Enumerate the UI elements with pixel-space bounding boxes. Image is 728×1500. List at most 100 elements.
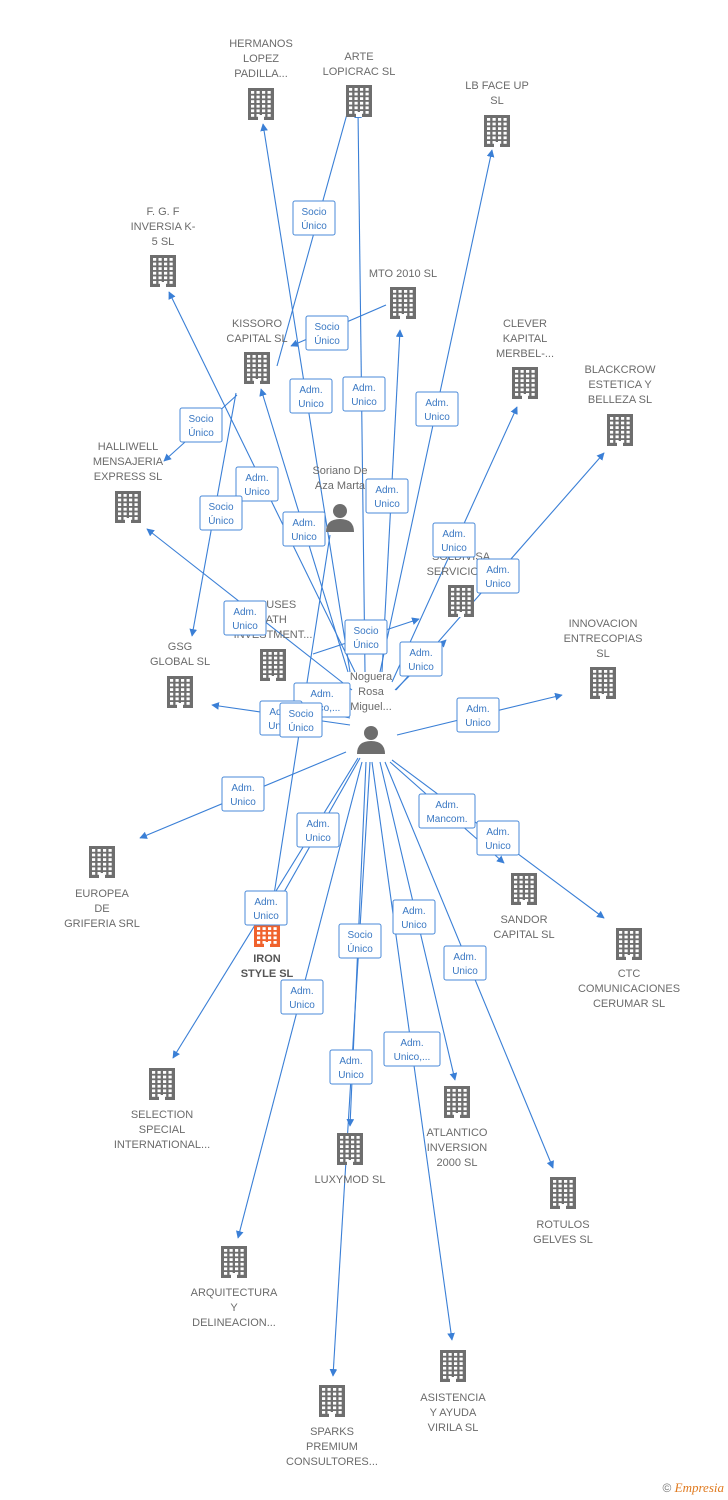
fgf-building-icon[interactable]: [150, 255, 176, 287]
node-label-line: CAPITAL SL: [226, 333, 287, 345]
relation-label-noguera-to-asistencia[interactable]: Adm.Unico,...: [383, 1031, 441, 1067]
node-label-line: SANDOR: [500, 914, 547, 926]
brand-logo[interactable]: Empresia: [674, 1480, 724, 1495]
node-label-line: BLACKCROW: [585, 364, 657, 376]
relation-label-line: Adm.: [425, 398, 448, 409]
node-label-line: CERUMAR SL: [593, 998, 665, 1010]
node-label-line: Soriano De: [312, 465, 367, 477]
node-label-line: Y: [230, 1302, 238, 1314]
relation-label-line: Único: [314, 334, 340, 347]
relation-label-line: Unico: [291, 532, 317, 543]
node-label-line: KAPITAL: [503, 333, 547, 345]
node-label-line: ESTETICA Y: [588, 379, 652, 391]
ctc-building-icon[interactable]: [616, 928, 642, 960]
blackcrow-building-icon[interactable]: [607, 414, 633, 446]
hermanos-building-icon[interactable]: [248, 88, 274, 120]
luxymod-building-icon[interactable]: [337, 1133, 363, 1165]
relation-label-noguera-to-halliwell[interactable]: Adm.Unico: [223, 600, 267, 636]
relation-label-line: Socio: [353, 626, 378, 637]
kissoro-building-icon[interactable]: [244, 352, 270, 384]
relation-label-text: Adm.Unico: [424, 398, 450, 423]
relation-label-line: Unico: [305, 833, 331, 844]
node-label-line: SPARKS: [310, 1426, 354, 1438]
relation-label-noguera-to-sparks[interactable]: Adm.Unico: [329, 1049, 373, 1085]
relation-label-noguera-to-soldivisa[interactable]: Adm.Unico: [399, 641, 443, 677]
relation-label-noguera-to-arte[interactable]: Adm.Unico: [342, 376, 386, 412]
relation-label-noguera-to-atlantico[interactable]: Adm.Unico: [392, 899, 436, 935]
relation-label-line: Único: [188, 426, 214, 439]
soriano-person-icon[interactable]: [326, 504, 354, 532]
clever-building-icon[interactable]: [512, 367, 538, 399]
relation-label-noguera-to-selection[interactable]: Adm.Unico: [244, 890, 288, 926]
node-label-line: SELECTION: [131, 1109, 193, 1121]
node-label-line: Noguera: [350, 671, 393, 683]
relation-label-line: Adm.: [442, 529, 465, 540]
relation-label-noguera-to-hermanos[interactable]: Adm.Unico: [289, 378, 333, 414]
sandor-building-icon[interactable]: [511, 873, 537, 905]
relation-label-noguera-to-ctc[interactable]: Adm.Unico: [476, 820, 520, 856]
relation-label-noguera-to-clever[interactable]: Adm.Unico: [432, 522, 476, 558]
europea-building-icon[interactable]: [89, 846, 115, 878]
relation-label-noguera-to-lbface[interactable]: Adm.Unico: [415, 391, 459, 427]
arte-building-icon[interactable]: [346, 85, 372, 117]
gsg-building-icon[interactable]: [167, 676, 193, 708]
lbface-building-icon[interactable]: [484, 115, 510, 147]
relation-label-text: Adm.Unico: [298, 385, 324, 410]
relation-label-noguera-to-kissoro[interactable]: Adm.Unico: [282, 511, 326, 547]
innovacion-building-icon[interactable]: [590, 667, 616, 699]
relation-label-noguera-to-blackcrow[interactable]: Adm.Unico: [476, 558, 520, 594]
node-label-line: DELINEACION...: [192, 1317, 276, 1329]
selection-building-icon[interactable]: [149, 1068, 175, 1100]
asistencia-building-icon[interactable]: [440, 1350, 466, 1382]
relation-label-noguera-to-fgf[interactable]: Adm.Unico: [235, 466, 279, 502]
relation-label-text: Adm.Unico: [465, 704, 491, 729]
relation-label-noguera-to-iron[interactable]: Adm.Unico: [296, 812, 340, 848]
rotulos-building-icon[interactable]: [550, 1177, 576, 1209]
relation-label-line: Adm.: [400, 1038, 423, 1049]
node-label-line: ATLANTICO: [427, 1127, 488, 1139]
noguera-person-icon[interactable]: [357, 726, 385, 754]
relation-label-noguera-to-arquitectura[interactable]: Adm.Unico: [280, 979, 324, 1015]
node-label-line: ENTRECOPIAS: [564, 633, 643, 645]
arquitectura-building-icon[interactable]: [221, 1246, 247, 1278]
relation-label-noguera-to-mto[interactable]: Adm.Unico: [365, 478, 409, 514]
relation-label-noguera-to-innovacion[interactable]: Adm.Unico: [456, 697, 500, 733]
relation-label-line: Socio: [301, 207, 326, 218]
houses-building-icon[interactable]: [260, 649, 286, 681]
mto-building-icon[interactable]: [390, 287, 416, 319]
relation-label-line: Socio: [288, 709, 313, 720]
relation-label-text: Adm.Unico: [374, 485, 400, 510]
relation-label-noguera-to-rotulos[interactable]: Adm.Unico: [443, 945, 487, 981]
node-label-line: SPECIAL: [139, 1124, 185, 1136]
halliwell-building-icon[interactable]: [115, 491, 141, 523]
relation-label-text: Adm.Unico: [485, 827, 511, 852]
atlantico-building-icon[interactable]: [444, 1086, 470, 1118]
soldivisa-building-icon[interactable]: [448, 585, 474, 617]
node-label-line: GSG: [168, 641, 192, 653]
relation-label-line: Unico: [244, 487, 270, 498]
relation-label-line: Socio: [347, 930, 372, 941]
node-label-line: MERBEL-...: [496, 348, 554, 360]
node-label-line: 5 SL: [152, 236, 175, 248]
node-label-line: SL: [596, 648, 609, 660]
relation-label-noguera-to-sandor[interactable]: Adm.Mancom.: [418, 793, 476, 829]
relation-label-line: Unico: [465, 718, 491, 729]
sparks-building-icon[interactable]: [319, 1385, 345, 1417]
relation-label-noguera-to-europea[interactable]: Adm.Unico: [221, 776, 265, 812]
